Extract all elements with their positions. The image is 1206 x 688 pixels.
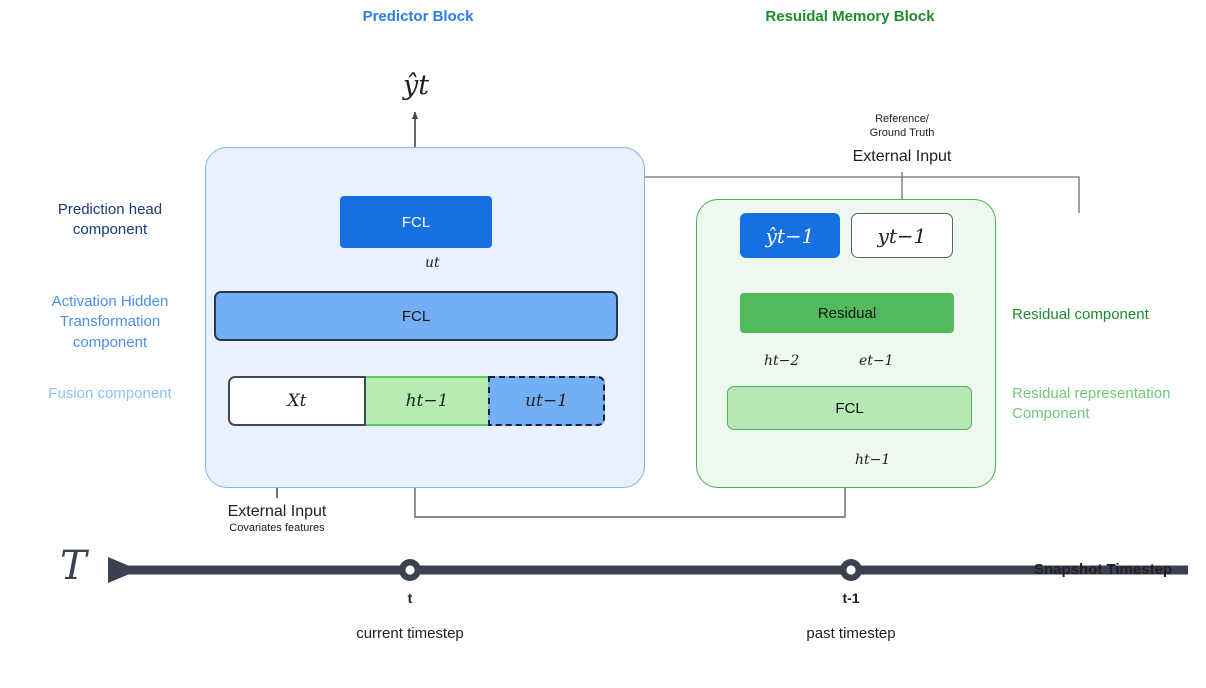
timeline-right-label: Snapshot Timestep bbox=[1034, 561, 1173, 578]
h-t-minus-2-label: ht−2 bbox=[764, 353, 800, 369]
label-residual-representation-component: Residual representation Component bbox=[1012, 385, 1171, 423]
h-t-minus-1-label: ht−1 bbox=[855, 452, 891, 468]
timeline-tick-tminus1-hole bbox=[846, 565, 856, 575]
memory-yhat-prev-box[interactable]: ŷt−1 bbox=[740, 213, 840, 258]
timeline-caption-t-minus-1: past timestep bbox=[806, 625, 896, 642]
predictor-external-input-title: External Input bbox=[227, 503, 327, 520]
predictor-external-input-subtitle: Covariates features bbox=[229, 522, 325, 534]
predictor-head-fcl[interactable]: FCL bbox=[340, 196, 492, 248]
timeline-caption-t: current timestep bbox=[356, 625, 464, 642]
ut-label: ut bbox=[425, 255, 440, 271]
timeline-tick-t-hole bbox=[405, 565, 415, 575]
fusion-segment-xt[interactable]: Xt bbox=[228, 376, 366, 426]
memory-fcl[interactable]: FCL bbox=[727, 386, 972, 430]
fusion-segment-ht-minus-1[interactable]: ht−1 bbox=[366, 376, 488, 426]
predictor-block-title: Predictor Block bbox=[362, 8, 474, 25]
label-prediction-head-component: Prediction head component bbox=[57, 201, 163, 239]
memory-y-prev-box[interactable]: yt−1 bbox=[851, 213, 953, 258]
label-fusion-component: Fusion component bbox=[48, 385, 172, 402]
memory-block-title: Resuidal Memory Block bbox=[765, 8, 935, 25]
e-t-minus-1-label: et−1 bbox=[859, 353, 894, 369]
timeline-tick-label-t-minus-1: t-1 bbox=[842, 590, 860, 606]
memory-residual-block[interactable]: Residual bbox=[740, 293, 954, 333]
fusion-segment-ut-minus-1[interactable]: ut−1 bbox=[488, 376, 605, 426]
predictor-hidden-fcl[interactable]: FCL bbox=[214, 291, 618, 341]
label-residual-component: Residual component bbox=[1012, 306, 1149, 323]
label-activation-hidden-component: Activation Hidden Transformation compone… bbox=[51, 293, 169, 351]
timeline-tick-label-t: t bbox=[407, 590, 413, 606]
timeline-axis-symbol: T bbox=[60, 543, 87, 589]
memory-external-input-title: External Input bbox=[852, 148, 952, 165]
output-yhat-label: ŷt bbox=[402, 70, 430, 101]
memory-external-input-subtitle: Reference/ Ground Truth bbox=[869, 113, 935, 139]
fusion-row: Xt ht−1 ut−1 bbox=[228, 376, 605, 426]
